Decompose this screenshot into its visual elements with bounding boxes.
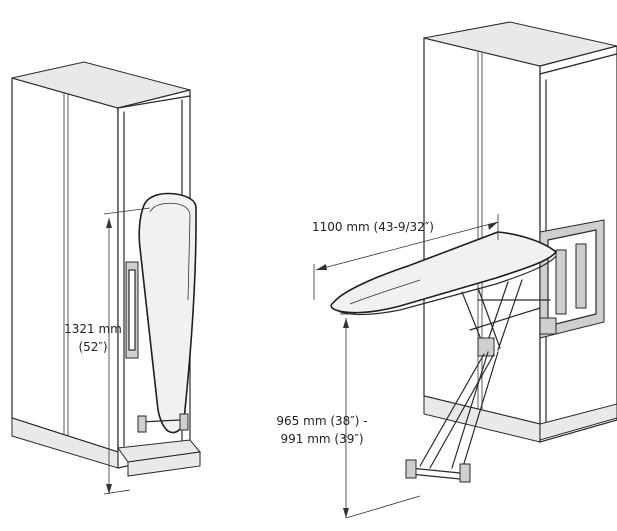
right-cabinet-top <box>423 21 617 67</box>
left-cabinet-assembly <box>11 61 201 495</box>
left-cabinet-front <box>11 77 119 453</box>
right-extended-board <box>330 231 558 483</box>
working-height-max: 991 mm (39″) <box>280 432 364 446</box>
right-lower-leg-a <box>419 353 485 467</box>
folded-height-inches: (52″) <box>78 340 108 354</box>
board-length-label: 1100 mm (43-9/32″) <box>312 220 434 234</box>
right-cabinet-assembly <box>423 21 617 443</box>
working-height-min: 965 mm (38″) - <box>276 414 368 428</box>
board-length-dimension <box>313 214 499 300</box>
working-height-dimension <box>340 313 421 519</box>
folded-height-value: 1321 mm <box>64 322 122 336</box>
working-height-label: 965 mm (38″) - 991 mm (39″) <box>256 412 388 448</box>
left-folded-board <box>138 192 197 434</box>
folded-height-label: 1321 mm (52″) <box>48 320 138 356</box>
